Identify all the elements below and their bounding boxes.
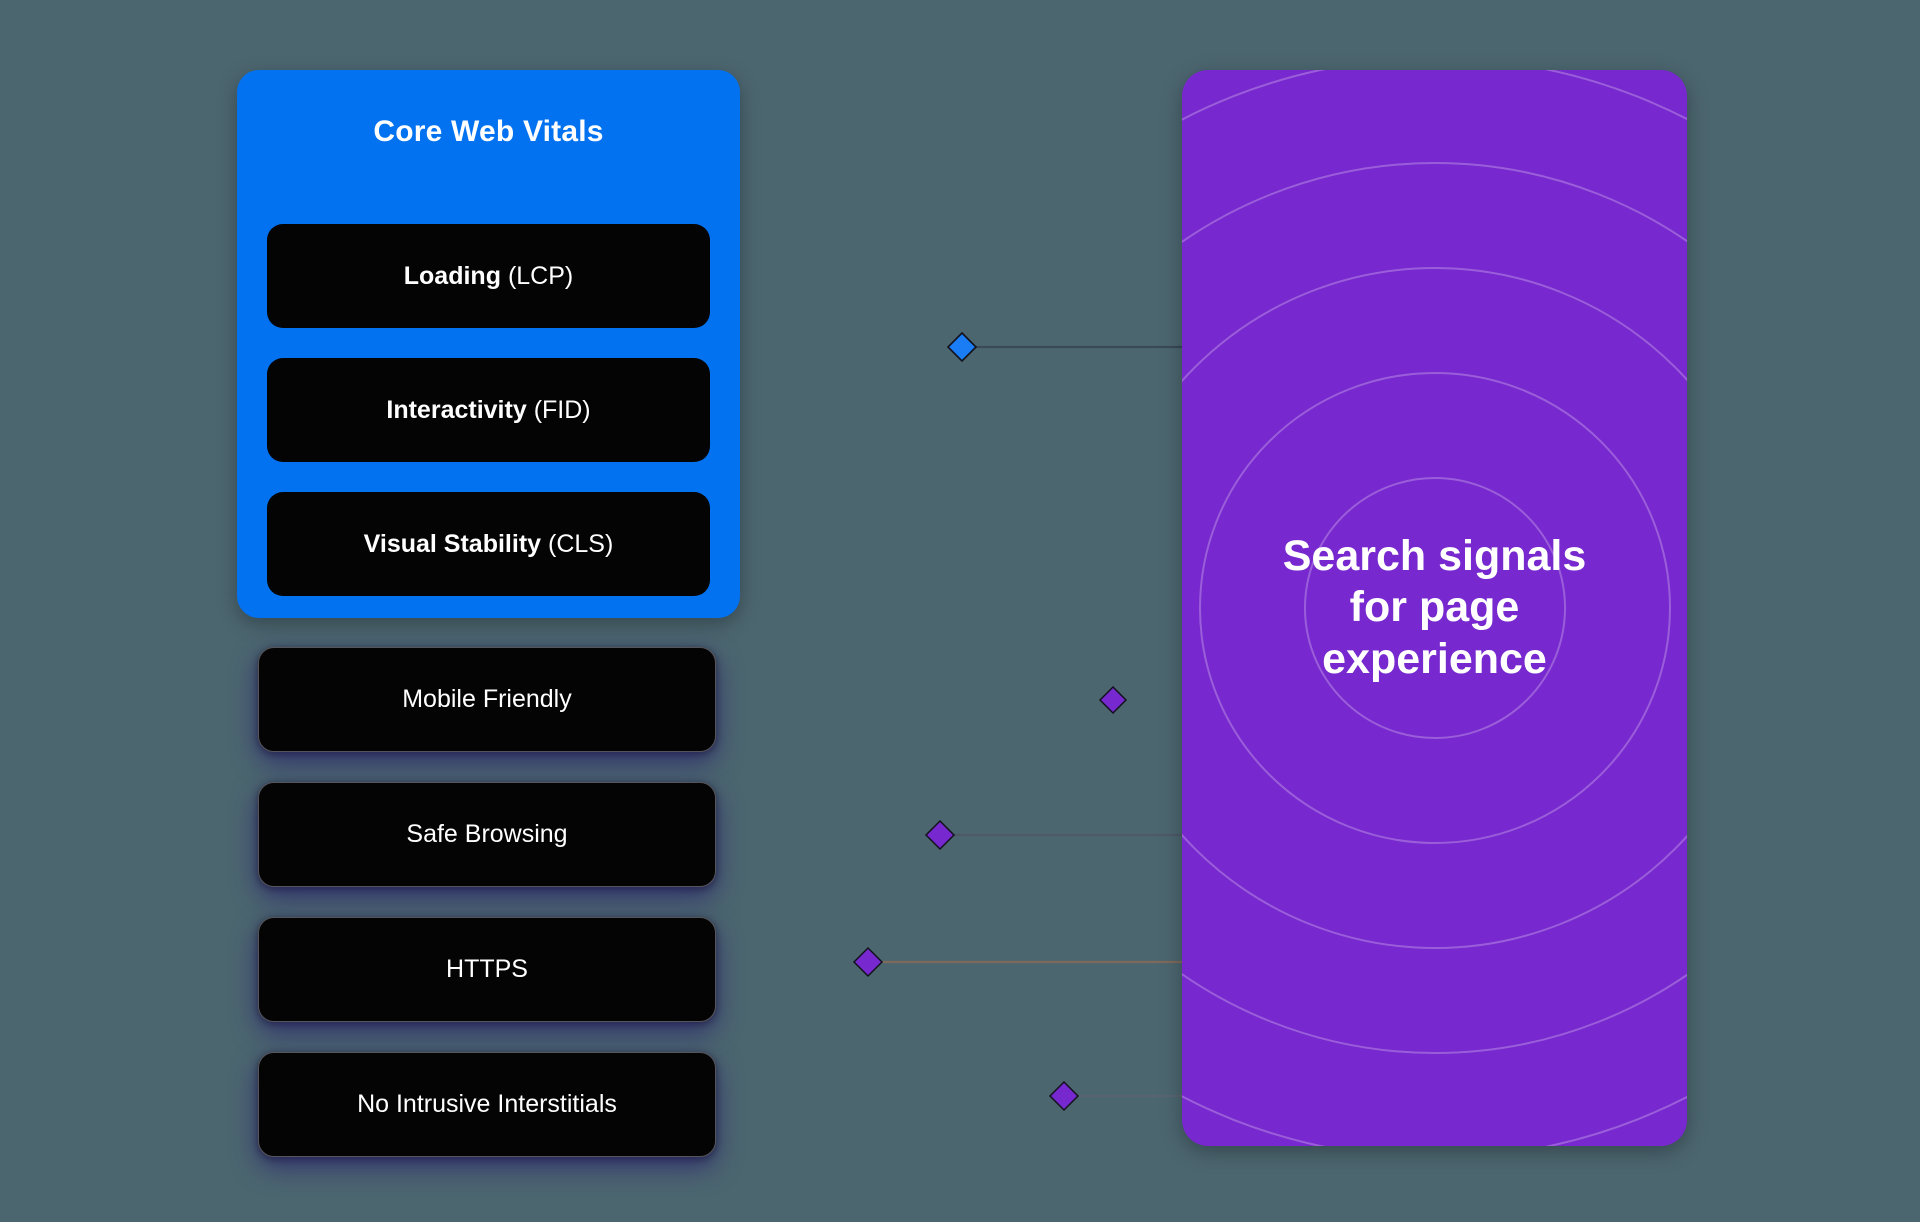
core-web-vitals-list: Loading (LCP) Interactivity (FID) Visual… [267, 224, 710, 596]
connector-marker-mobile-friendly [1098, 685, 1128, 715]
connector-marker-no-intrusive-interstitials [1048, 1080, 1080, 1112]
search-signals-line-2: for page [1349, 583, 1520, 632]
search-signals-heading: Search signals for page experience [1182, 70, 1687, 1146]
signal-card-no-intrusive-interstitials[interactable]: No Intrusive Interstitials [258, 1052, 716, 1157]
connector-marker-https [852, 946, 884, 978]
connector-core-web-vitals [740, 331, 1182, 363]
core-web-vital-label-lcp: Loading (LCP) [403, 261, 574, 290]
connector-mobile-friendly [716, 685, 1182, 715]
core-web-vital-card-lcp[interactable]: Loading (LCP) [267, 224, 710, 328]
core-web-vitals-panel: Core Web Vitals Loading (LCP) Interactiv… [237, 70, 740, 618]
signal-label-https: HTTPS [446, 955, 528, 983]
search-signals-line-1: Search signals [1282, 531, 1587, 580]
search-signals-line-3: experience [1322, 634, 1547, 683]
signal-label-no-intrusive-interstitials: No Intrusive Interstitials [357, 1090, 617, 1118]
concentric-rings-decoration [1182, 70, 1687, 1146]
connector-marker-safe-browsing [924, 819, 956, 851]
core-web-vital-card-fid[interactable]: Interactivity (FID) [267, 358, 710, 462]
connector-safe-browsing [716, 819, 1182, 851]
signal-card-https[interactable]: HTTPS [258, 917, 716, 1022]
core-web-vital-card-cls[interactable]: Visual Stability (CLS) [267, 492, 710, 596]
signal-card-safe-browsing[interactable]: Safe Browsing [258, 782, 716, 887]
signal-label-mobile-friendly: Mobile Friendly [402, 685, 572, 713]
core-web-vitals-title: Core Web Vitals [373, 115, 604, 148]
core-web-vital-label-fid: Interactivity (FID) [386, 395, 591, 424]
signal-card-mobile-friendly[interactable]: Mobile Friendly [258, 647, 716, 752]
core-web-vital-label-cls: Visual Stability (CLS) [363, 529, 614, 558]
connector-marker-core-web-vitals [946, 331, 978, 363]
connector-no-intrusive-interstitials [716, 1080, 1182, 1112]
signal-label-safe-browsing: Safe Browsing [406, 820, 568, 848]
connector-https [716, 946, 1182, 978]
search-signals-panel: Search signals for page experience [1182, 70, 1687, 1146]
